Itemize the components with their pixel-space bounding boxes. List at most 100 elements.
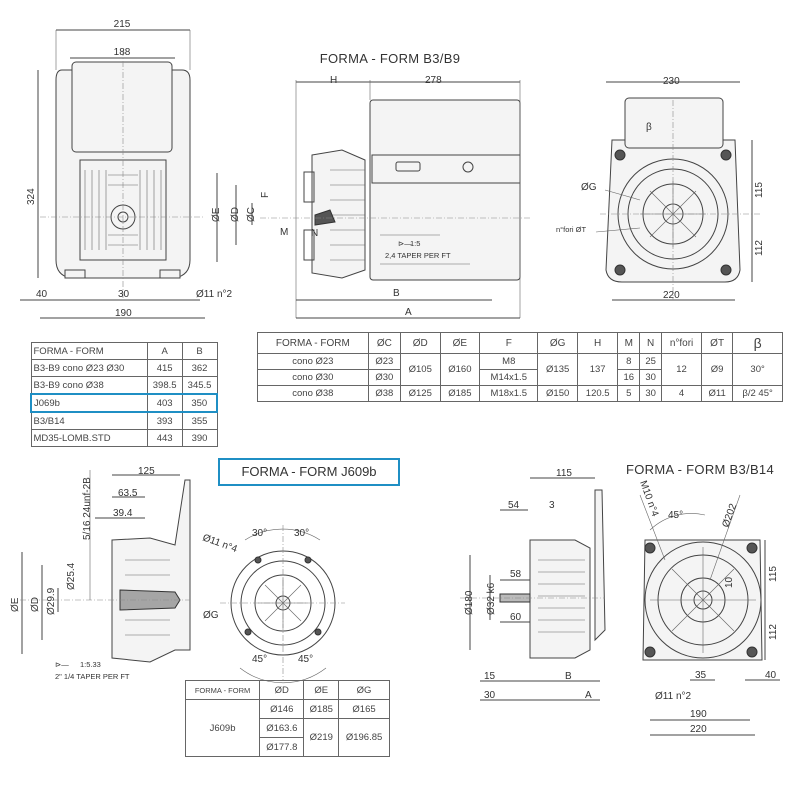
taper-ratio: 1:5 bbox=[410, 239, 420, 248]
dim-230: 230 bbox=[663, 76, 680, 87]
hole-label: Ø11 n°2 bbox=[655, 691, 691, 702]
cell-e: Ø185 bbox=[303, 699, 340, 719]
j609b-side-view bbox=[20, 470, 191, 663]
dim-190: 190 bbox=[690, 709, 707, 720]
dim-30: 30 bbox=[118, 289, 130, 300]
cell-d: Ø177.8 bbox=[259, 737, 305, 757]
thread-label: 5/16 24unf-2B bbox=[82, 477, 93, 540]
cell-d: Ø146 bbox=[259, 699, 305, 719]
b3b9-title: FORMA - FORM B3/B9 bbox=[320, 51, 460, 66]
cell-d: Ø125 bbox=[399, 385, 441, 402]
cell-e: Ø219 bbox=[303, 718, 340, 757]
header-form: FORMA - FORM bbox=[257, 332, 369, 354]
table-row: J609b Ø146 Ø185 Ø165 bbox=[184, 699, 390, 757]
angle-45-right: 45° bbox=[298, 654, 313, 665]
header-fori: n°fori bbox=[661, 332, 702, 354]
header-n: N bbox=[639, 332, 663, 354]
cell-b: 390 bbox=[181, 429, 218, 447]
dim-15: 15 bbox=[484, 671, 496, 682]
dim-190: 190 bbox=[115, 308, 132, 319]
dim-25-4: Ø25.4 bbox=[66, 562, 77, 590]
dim-39-4: 39.4 bbox=[113, 508, 133, 519]
cell-g: Ø165 bbox=[338, 699, 390, 719]
cell-f: M18x1.5 bbox=[479, 385, 539, 402]
j609b-front-view bbox=[220, 525, 345, 684]
pcd-label: Ø202 bbox=[720, 502, 739, 529]
cell-m: 8 bbox=[617, 353, 641, 370]
dim-g: ØG bbox=[203, 610, 219, 621]
dim-220: 220 bbox=[663, 290, 680, 301]
dim-10: 10 bbox=[724, 576, 735, 588]
cell-form: cono Ø23 bbox=[257, 353, 369, 370]
header-g: ØG bbox=[338, 680, 390, 700]
dim-63-5: 63.5 bbox=[118, 488, 138, 499]
b3b14-side-view bbox=[460, 477, 606, 701]
angle-30-right: 30° bbox=[294, 528, 309, 539]
dim-e: ØE bbox=[10, 597, 21, 612]
cell-e: Ø185 bbox=[439, 385, 481, 402]
dim-c: ØC bbox=[246, 207, 257, 222]
dim-278: 278 bbox=[425, 75, 442, 86]
taper-icon: ⊳— bbox=[55, 660, 69, 669]
cell-n: 30 bbox=[639, 369, 663, 386]
table-row: cono Ø23 Ø23 Ø105 Ø160 M8 Ø135 137 8 25 … bbox=[257, 353, 783, 386]
dim-180: Ø180 bbox=[464, 590, 475, 615]
taper-ratio: 1:5.33 bbox=[80, 660, 101, 669]
cell-form: B3-B9 cono Ø38 bbox=[30, 376, 148, 395]
cell-beta: β/2 45° bbox=[732, 385, 783, 402]
dim-30: 30 bbox=[484, 690, 496, 701]
cell-form: J609b bbox=[184, 699, 261, 757]
dim-60: 60 bbox=[510, 612, 522, 623]
header-a: A bbox=[146, 342, 183, 360]
b3b14-title: FORMA - FORM B3/B14 bbox=[626, 462, 774, 477]
dim-54: 54 bbox=[508, 500, 520, 511]
cell-form: MD35-LOMB.STD bbox=[30, 429, 148, 447]
holes-label: n°fori ØT bbox=[556, 225, 587, 234]
dim-58: 58 bbox=[510, 569, 522, 580]
header-c: ØC bbox=[367, 332, 401, 354]
holes-label: Ø11 n°4 bbox=[201, 532, 239, 555]
cell-m: 5 bbox=[617, 385, 641, 402]
dim-b: B bbox=[393, 288, 400, 299]
dim-g: ØG bbox=[581, 182, 597, 193]
header-e: ØE bbox=[303, 680, 340, 700]
cell-a: 393 bbox=[146, 411, 183, 430]
dim-125: 125 bbox=[138, 466, 155, 477]
cell-a: 398.5 bbox=[146, 376, 183, 395]
cell-n: 30 bbox=[639, 385, 663, 402]
dim-a: A bbox=[405, 307, 412, 318]
header-beta: β bbox=[732, 332, 783, 354]
cell-b: 350 bbox=[181, 393, 218, 413]
cell-form: B3-B9 cono Ø23 Ø30 bbox=[30, 359, 148, 377]
header-e: ØE bbox=[439, 332, 481, 354]
dim-115-b14: 115 bbox=[768, 566, 779, 582]
cell-form: cono Ø38 bbox=[257, 385, 369, 402]
b3b14-front-view bbox=[639, 494, 780, 736]
rear-view-b3b9 bbox=[595, 81, 760, 301]
cell-g: Ø135 bbox=[537, 353, 578, 386]
dim-n: N bbox=[311, 228, 318, 239]
cell-c: Ø30 bbox=[367, 369, 401, 386]
front-view-b3b9 bbox=[20, 29, 205, 319]
taper-text: 2" 1/4 TAPER PER FT bbox=[55, 672, 130, 681]
dim-215: 215 bbox=[114, 19, 131, 30]
dim-e: ØE bbox=[211, 207, 222, 222]
cell-form: cono Ø30 bbox=[257, 369, 369, 386]
cell-form: J069b bbox=[29, 393, 148, 413]
cell-f: M14x1.5 bbox=[479, 369, 539, 386]
header-form: FORMA - FORM bbox=[184, 680, 261, 700]
cell-e: Ø160 bbox=[439, 353, 481, 386]
cell-c: Ø23 bbox=[367, 353, 401, 370]
cell-b: 355 bbox=[181, 411, 218, 430]
dim-29-9: Ø29.9 bbox=[46, 587, 57, 615]
dim-d: ØD bbox=[230, 207, 241, 222]
angle-45: 45° bbox=[668, 510, 683, 521]
dim-220: 220 bbox=[690, 724, 707, 735]
header-d: ØD bbox=[399, 332, 441, 354]
j609b-dimensions-table: FORMA - FORM ØD ØE ØG J609b Ø146 Ø185 Ø1… bbox=[184, 680, 390, 757]
